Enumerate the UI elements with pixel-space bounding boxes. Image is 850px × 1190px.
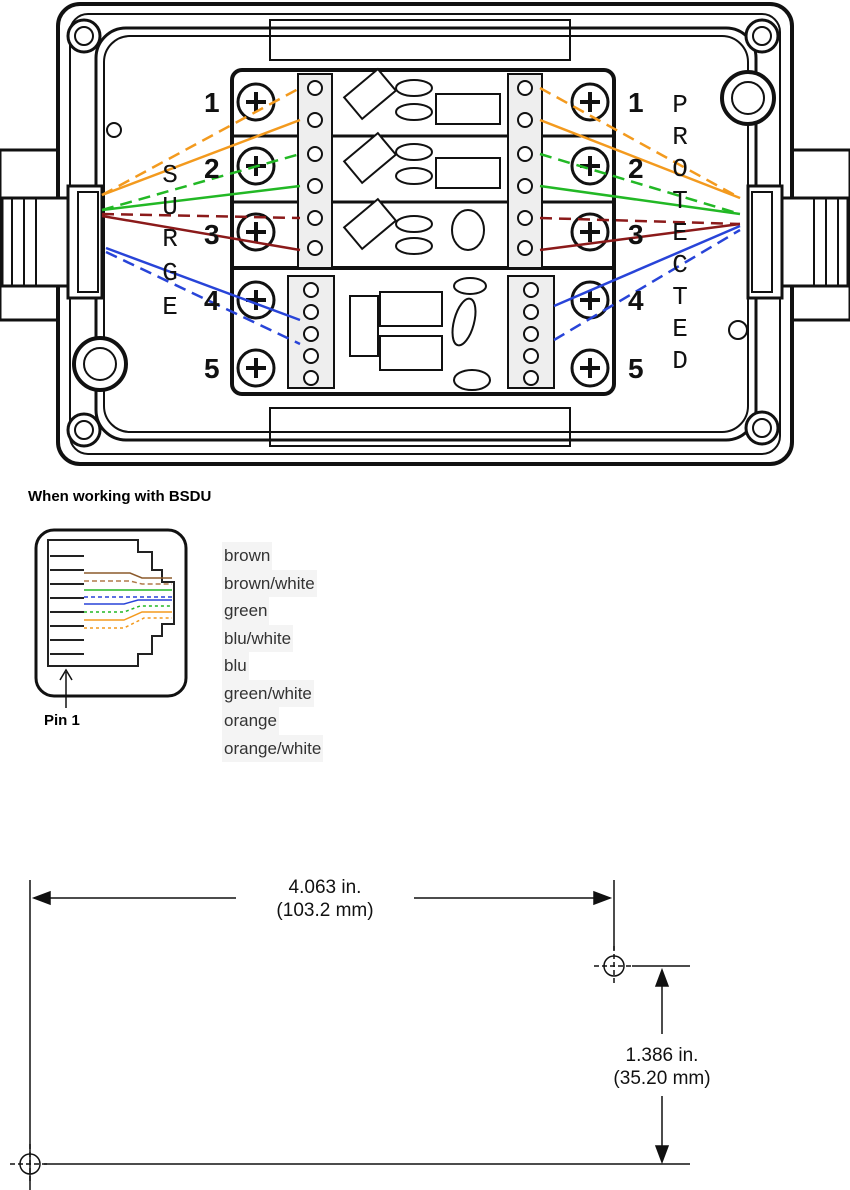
left-pin-2: 2 [204, 153, 220, 184]
svg-text:R: R [162, 224, 178, 254]
svg-text:E: E [672, 218, 688, 248]
surge-label: S U R G E [162, 160, 178, 322]
connector-section-title: When working with BSDU [28, 488, 211, 505]
right-pin-1: 1 [628, 87, 644, 118]
vertical-dimension-label: 1.386 in. (35.20 mm) [592, 1044, 732, 1090]
svg-text:C: C [672, 250, 688, 280]
svg-text:E: E [162, 292, 178, 322]
wire-color-item: blu/white [222, 625, 293, 653]
wire-color-item: green/white [222, 680, 314, 708]
horizontal-dimension-inches: 4.063 in. [236, 876, 414, 899]
mounting-hole-top-right [594, 946, 634, 986]
svg-text:U: U [162, 192, 178, 222]
svg-text:G: G [162, 258, 178, 288]
horizontal-dimension-label: 4.063 in. (103.2 mm) [236, 876, 414, 922]
protected-label: P R O T E C T E D [672, 90, 688, 376]
right-cable-gland [748, 186, 848, 298]
left-pin-1: 1 [204, 87, 220, 118]
svg-text:P: P [672, 90, 688, 120]
svg-text:T: T [672, 282, 688, 312]
circuit-board [232, 69, 614, 394]
right-pin-5: 5 [628, 353, 644, 384]
svg-text:T: T [672, 186, 688, 216]
wire-color-item: orange [222, 707, 279, 735]
wire-color-item: brown/white [222, 570, 317, 598]
rj45-connector-icon [36, 530, 186, 708]
left-pin-5: 5 [204, 353, 220, 384]
wire-color-list: brown brown/white green blu/white blu gr… [222, 542, 323, 762]
left-pin-3: 3 [204, 219, 220, 250]
left-pin-4: 4 [204, 285, 220, 316]
wire-color-item: blu [222, 652, 249, 680]
svg-text:S: S [162, 160, 178, 190]
vertical-dimension-mm: (35.20 mm) [592, 1067, 732, 1090]
svg-text:R: R [672, 122, 688, 152]
left-cable-gland [2, 186, 102, 298]
vertical-dimension-inches: 1.386 in. [592, 1044, 732, 1067]
right-pin-4: 4 [628, 285, 644, 316]
wire-color-item: green [222, 597, 269, 625]
svg-text:D: D [672, 346, 688, 376]
right-pin-2: 2 [628, 153, 644, 184]
horizontal-dimension-mm: (103.2 mm) [236, 899, 414, 922]
pin-1-label: Pin 1 [44, 712, 80, 729]
svg-text:O: O [672, 154, 688, 184]
wire-color-item: brown [222, 542, 272, 570]
svg-text:E: E [672, 314, 688, 344]
dimension-drawing [30, 880, 690, 1190]
right-pin-3: 3 [628, 219, 644, 250]
wire-color-item: orange/white [222, 735, 323, 763]
